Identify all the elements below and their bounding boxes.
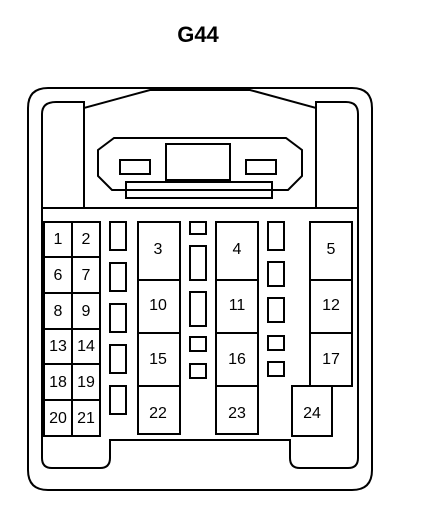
latch-notch-left [119, 159, 151, 175]
slot [109, 262, 127, 292]
slot [189, 336, 207, 352]
latch-notch-right [245, 159, 277, 175]
pin-label: 22 [149, 405, 167, 422]
pin-label: 21 [77, 410, 95, 427]
pin-column-b [215, 221, 259, 435]
pin-label: 13 [49, 338, 67, 355]
pin-label: 23 [228, 405, 246, 422]
pin-label: 24 [303, 405, 321, 422]
pin-label: 5 [327, 241, 336, 258]
pin-column-c-rows [310, 279, 352, 334]
pin-label: 18 [49, 374, 67, 391]
slot [109, 344, 127, 374]
pin-label: 1 [54, 231, 63, 248]
slot [267, 221, 285, 251]
slot [189, 291, 207, 327]
pin-column-a-rows [138, 279, 180, 387]
connector-title: G44 [177, 22, 219, 47]
pin-label: 11 [229, 297, 246, 314]
slot [189, 221, 207, 235]
latch-base [125, 181, 273, 199]
pin-label: 15 [149, 351, 167, 368]
pin-label: 4 [233, 241, 242, 258]
pin-label: 3 [154, 241, 163, 258]
pin-label: 12 [322, 297, 340, 314]
slot [267, 361, 285, 377]
pin-label: 2 [82, 231, 91, 248]
pin-label: 19 [77, 374, 95, 391]
pin-label: 8 [54, 303, 63, 320]
pin-label: 16 [228, 351, 246, 368]
slot [109, 385, 127, 415]
slot [189, 245, 207, 281]
pin-column-b-rows [216, 279, 258, 387]
pin-cell-24 [291, 385, 333, 437]
pin-grid-left-rows [44, 256, 100, 401]
slot [109, 221, 127, 251]
slot [189, 363, 207, 379]
pin-label: 9 [82, 303, 91, 320]
pin-label: 20 [49, 410, 67, 427]
latch-tab [165, 143, 231, 181]
housing-outer [27, 87, 373, 491]
pin-label: 6 [54, 267, 63, 284]
pin-label: 10 [149, 297, 167, 314]
pin-label: 17 [322, 351, 340, 368]
pin-label: 14 [77, 338, 95, 355]
slot [267, 261, 285, 287]
slot [267, 335, 285, 351]
slot [267, 297, 285, 323]
housing-inner [41, 89, 359, 469]
slot [109, 303, 127, 333]
pin-label: 7 [82, 267, 91, 284]
pin-column-a [137, 221, 181, 435]
latch-body [97, 137, 303, 191]
